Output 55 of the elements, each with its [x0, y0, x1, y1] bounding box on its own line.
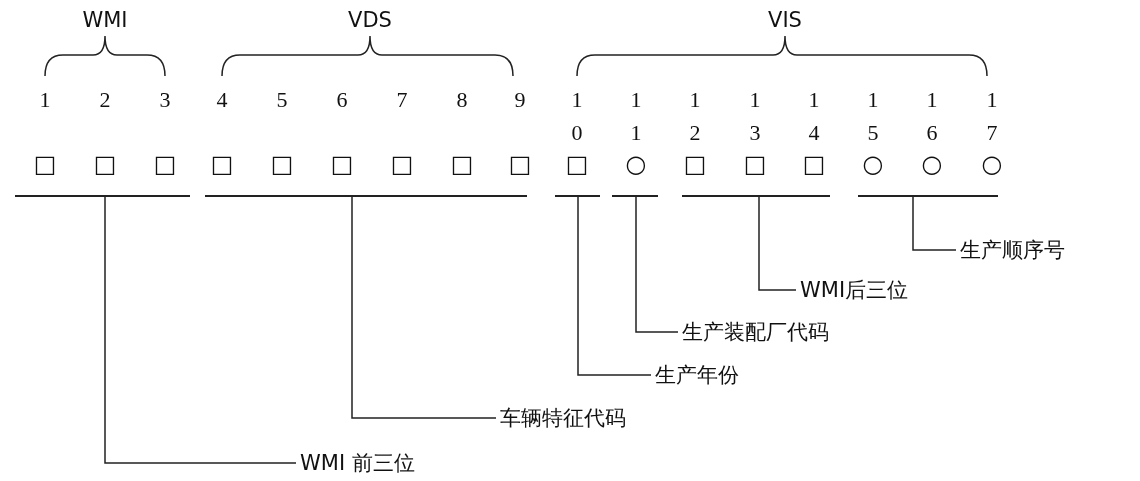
position-number: 16 [925, 86, 939, 147]
character-slot: □ [565, 150, 589, 178]
position-number: 8 [455, 86, 469, 114]
character-slot: ○ [625, 150, 647, 178]
underline-bar [15, 195, 190, 197]
character-slot: □ [330, 150, 354, 178]
leader-line [758, 196, 797, 291]
position-number: 5 [275, 86, 289, 114]
position-number: 2 [98, 86, 112, 114]
field-label: 车辆特征代码 [500, 405, 626, 431]
section-label: VIS [768, 8, 802, 32]
leader-line [104, 196, 297, 464]
field-label: 生产装配厂代码 [682, 319, 829, 345]
character-slot: □ [153, 150, 177, 178]
underline-bar [612, 195, 658, 197]
field-label: 生产顺序号 [960, 237, 1065, 263]
position-number: 17 [985, 86, 999, 147]
character-slot: □ [390, 150, 414, 178]
character-slot: □ [450, 150, 474, 178]
leader-line [635, 196, 679, 333]
character-slot: □ [683, 150, 707, 178]
position-number: 14 [807, 86, 821, 147]
position-number: 15 [866, 86, 880, 147]
field-label: WMI后三位 [800, 277, 909, 303]
position-number: 9 [513, 86, 527, 114]
field-label: WMI 前三位 [300, 450, 415, 476]
position-number: 10 [570, 86, 584, 147]
underline-bar [682, 195, 830, 197]
underline-bar [555, 195, 600, 197]
underline-bar [205, 195, 527, 197]
character-slot: □ [33, 150, 57, 178]
position-number: 3 [158, 86, 172, 114]
position-number: 7 [395, 86, 409, 114]
character-slot: ○ [981, 150, 1003, 178]
leader-line [912, 196, 957, 251]
position-number: 13 [748, 86, 762, 147]
character-slot: □ [802, 150, 826, 178]
position-number: 12 [688, 86, 702, 147]
section-label: WMI [82, 8, 128, 32]
character-slot: ○ [862, 150, 884, 178]
character-slot: □ [210, 150, 234, 178]
position-number: 1 [38, 86, 52, 114]
character-slot: □ [93, 150, 117, 178]
leader-line [351, 196, 497, 419]
character-slot: □ [270, 150, 294, 178]
position-number: 11 [629, 86, 643, 147]
field-label: 生产年份 [655, 362, 739, 388]
section-label: VDS [348, 8, 392, 32]
character-slot: ○ [921, 150, 943, 178]
position-number: 6 [335, 86, 349, 114]
underline-bar [858, 195, 998, 197]
position-number: 4 [215, 86, 229, 114]
character-slot: □ [508, 150, 532, 178]
character-slot: □ [743, 150, 767, 178]
leader-line [577, 196, 652, 376]
